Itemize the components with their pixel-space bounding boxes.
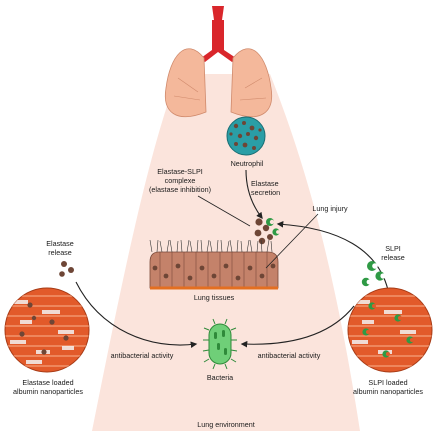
lung-tissues-label: Lung tissues — [194, 293, 235, 302]
elastase-nanoparticle — [4, 287, 90, 373]
elastase-molecules — [254, 218, 273, 245]
slpi-release-label-2: release — [381, 253, 405, 262]
left-antibacterial-arrow — [75, 281, 198, 348]
elastase-secretion-arrow — [245, 169, 263, 220]
slpi-nanoparticle — [347, 287, 433, 373]
antibacterial-left-label: antibacterial activity — [111, 351, 174, 360]
elastase-release-label-2: release — [48, 248, 72, 257]
lung-tissue — [149, 239, 279, 290]
slpi-release-label-1: SLPI — [385, 244, 401, 253]
lung-injury-pointer — [265, 213, 319, 269]
lung-injury-label: Lung injury — [312, 204, 348, 213]
slpi-release-molecules — [361, 261, 386, 287]
elastase-release-molecules — [59, 261, 74, 277]
elastase-np-label-2: albumin nanoparticles — [13, 387, 83, 396]
bacteria-label: Bacteria — [207, 373, 233, 382]
lungs-icon — [164, 6, 273, 117]
slpi-np-label-1: SLPI loaded — [368, 378, 407, 387]
antibacterial-right-label: antibacterial activity — [258, 351, 321, 360]
bacteria-icon — [202, 318, 238, 370]
elastase-secretion-label-2: secretion — [251, 188, 280, 197]
complex-pointer — [197, 195, 251, 227]
right-antibacterial-arrow — [240, 305, 355, 348]
complex-label-1: Elastase-SLPI — [157, 167, 203, 176]
elastase-release-label-1: Elastase — [46, 239, 74, 248]
neutrophil-cell — [226, 116, 266, 156]
elastase-np-label-1: Elastase loaded — [22, 378, 73, 387]
slpi-molecules — [266, 218, 280, 236]
slpi-np-label-2: albumin nanoparticles — [353, 387, 423, 396]
neutrophil-label: Neutrophil — [231, 159, 264, 168]
lung-environment-label: Lung environment — [197, 420, 255, 429]
elastase-secretion-label-1: Elastase — [251, 179, 279, 188]
complex-label-3: (elastase inhibition) — [149, 185, 211, 194]
complex-label-2: complexe — [165, 176, 196, 185]
